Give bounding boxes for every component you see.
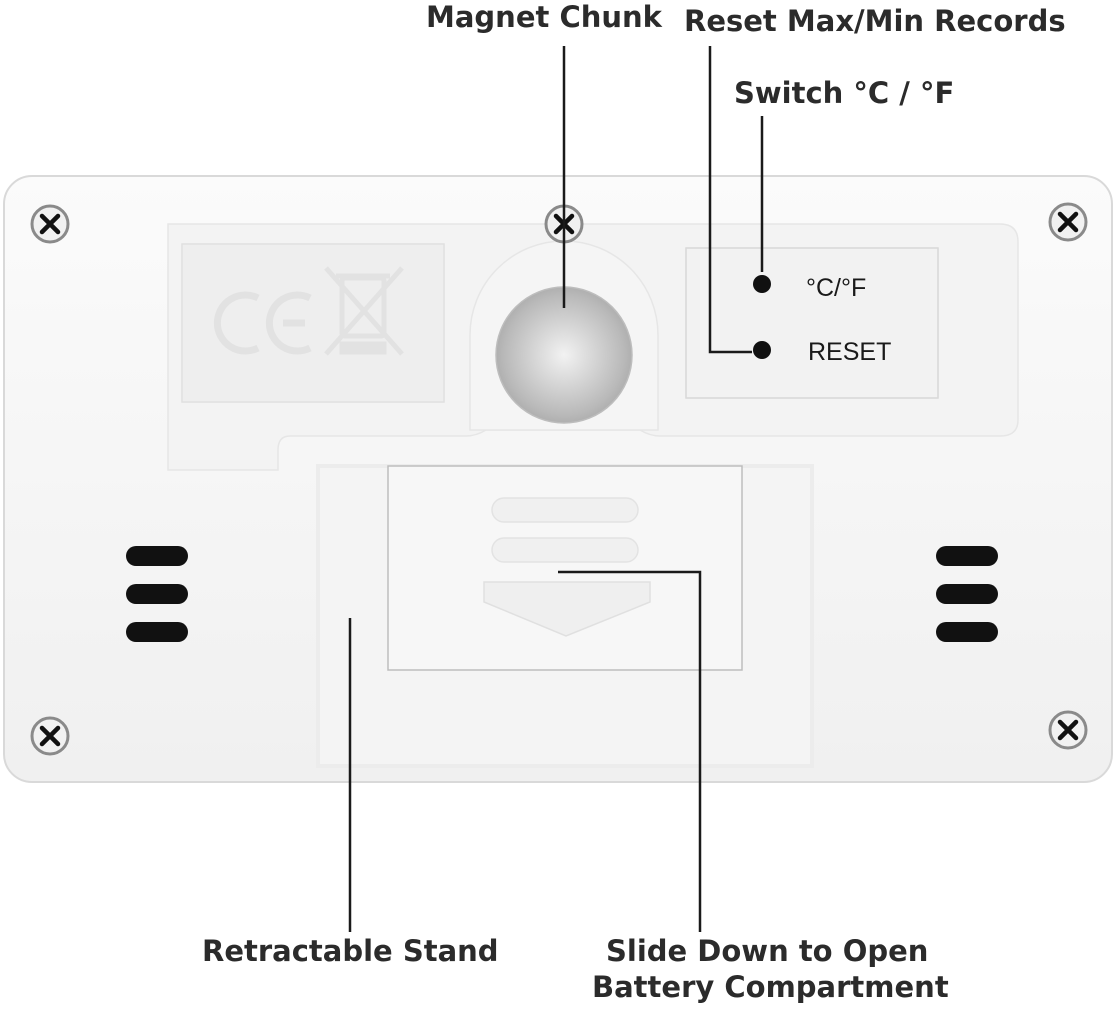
screw-icon [1048,202,1088,242]
reset-records-callout: Reset Max/Min Records [684,4,1066,38]
magnet-callout: Magnet Chunk [426,0,662,34]
button-panel [685,247,939,399]
screw-icon [1048,710,1088,750]
battery-door-ridge [491,497,639,523]
ce-mark-icon [213,291,312,355]
arrow-down-icon [483,581,651,637]
screw-icon [30,716,70,756]
stand-callout: Retractable Stand [202,934,499,968]
reset-leader-line [708,46,752,354]
battery-leader-line [558,570,702,932]
vent-slot-icon [126,546,188,642]
unit-switch-button[interactable] [753,275,771,293]
screw-icon [30,204,70,244]
reset-button[interactable] [753,341,771,359]
unit-switch-label: °C/°F [806,274,867,302]
switch-unit-callout: Switch °C / °F [734,76,955,110]
battery-callout-line2: Battery Compartment [592,970,949,1004]
battery-door-ridge [491,537,639,563]
crossed-bin-icon [324,266,404,356]
reset-button-label: RESET [808,338,892,366]
certification-plate [181,243,445,403]
vent-slot-icon [936,546,998,642]
battery-door[interactable] [387,465,743,671]
battery-callout-line1: Slide Down to Open [606,934,929,968]
